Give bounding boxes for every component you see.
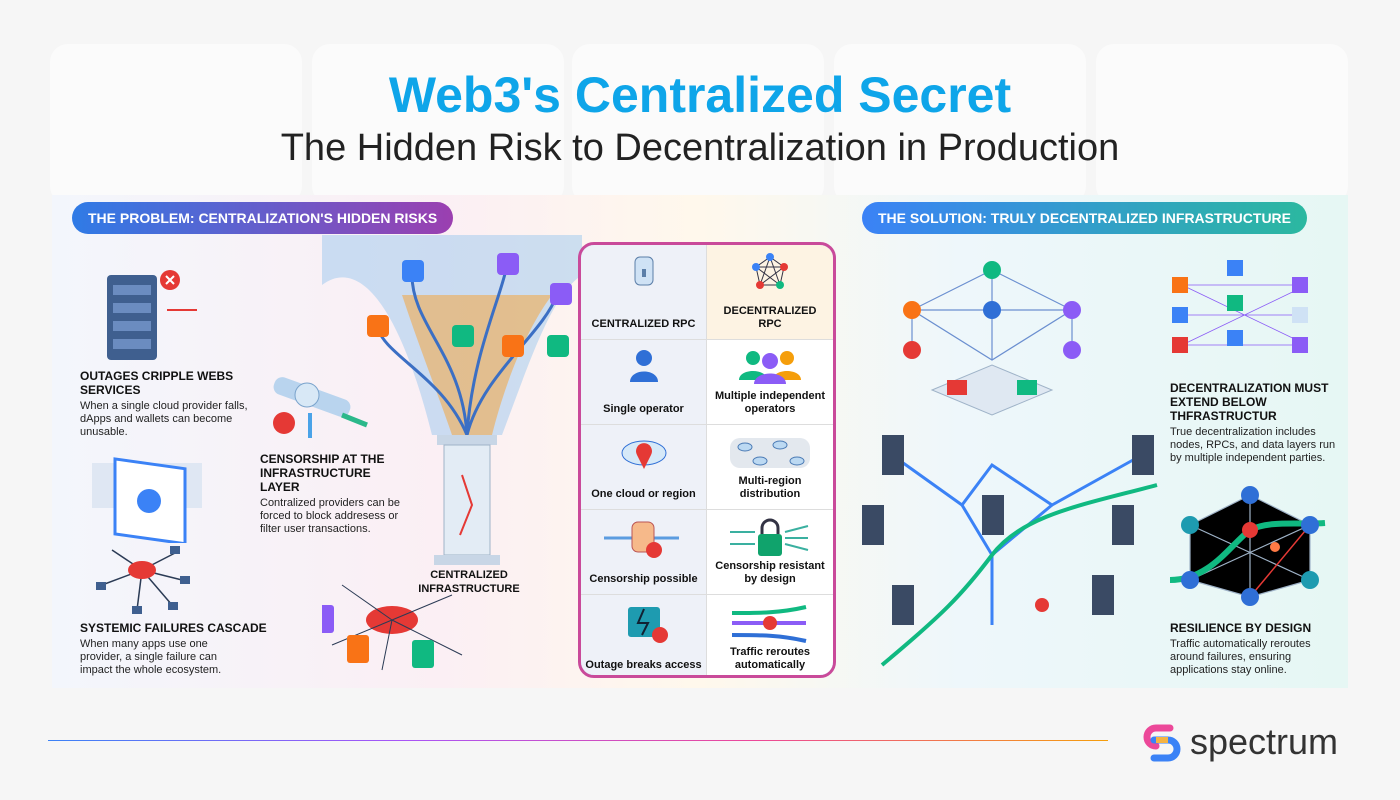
problem-banner: THE PROBLEM: CENTRALIZATION'S HIDDEN RIS… xyxy=(72,202,454,234)
multiple-users-icon xyxy=(739,351,801,384)
table-cell: Censorship possible xyxy=(581,510,707,595)
problem-item-text: When a single cloud provider falls, dApp… xyxy=(80,400,248,438)
cube-mesh-icon xyxy=(1172,260,1308,353)
problem-item-title: OUTAGES CRIPPLE WEBS SERVICES xyxy=(80,369,234,397)
network-failure-icon xyxy=(96,546,190,614)
resilient-mesh-icon xyxy=(1170,486,1326,606)
footer-divider xyxy=(48,740,1108,741)
background-card xyxy=(50,44,302,204)
background-card xyxy=(572,44,824,204)
table-header-centralized: CENTRALIZED RPC xyxy=(581,245,707,340)
background-card xyxy=(312,44,564,204)
table-cell: Outage breaks access xyxy=(581,595,707,675)
cloud-location-icon xyxy=(621,440,666,469)
decentralized-network-illustration xyxy=(862,261,1158,667)
outage-chip-icon xyxy=(627,607,668,643)
single-user-icon xyxy=(629,350,658,382)
brand-name: spectrum xyxy=(1190,721,1339,762)
solution-item: DECENTRALIZATION MUST EXTEND BELOW THFRA… xyxy=(1170,381,1340,465)
world-map-icon xyxy=(730,438,810,468)
page-title: Web3's Centralized Secret xyxy=(388,67,1012,123)
solution-item-title: DECENTRALIZATION MUST EXTEND BELOW THFRA… xyxy=(1170,381,1329,423)
pillar-label: CENTRALIZED INFRASTRUCTURE xyxy=(418,569,520,595)
table-cell: Multi-region distribution xyxy=(707,425,833,510)
solution-item-text: Traffic automatically reroutes around fa… xyxy=(1170,638,1311,676)
table-cell: Multiple independent operators xyxy=(707,340,833,425)
problem-item-title: CENSORSHIP AT THE INFRASTRUCTURE LAYER xyxy=(260,452,385,494)
solution-banner: THE SOLUTION: TRULY DECENTRALIZED INFRAS… xyxy=(862,202,1307,234)
server-outage-icon xyxy=(107,270,197,360)
problem-item: OUTAGES CRIPPLE WEBS SERVICES When a sin… xyxy=(80,369,250,439)
page-subtitle: The Hidden Risk to Decentralization in P… xyxy=(280,127,1120,169)
reroute-arrows-icon xyxy=(731,605,807,643)
centralized-infrastructure-illustration xyxy=(322,235,582,671)
table-cell: Traffic reroutes automatically xyxy=(707,595,833,675)
problem-item: CENSORSHIP AT THE INFRASTRUCTURE LAYER C… xyxy=(260,452,410,536)
solution-item-text: True decentralization includes nodes, RP… xyxy=(1170,426,1336,464)
network-nodes-icon xyxy=(752,253,788,289)
filter-pipe-icon xyxy=(273,377,368,438)
comparison-table: CENTRALIZED RPC DECENTRALIZED RPC Single… xyxy=(578,242,836,678)
table-header-decentralized: DECENTRALIZED RPC xyxy=(707,245,833,340)
browser-window-icon xyxy=(92,457,202,543)
stop-hand-icon xyxy=(603,521,679,558)
problem-item-text: When many apps use one provider, a singl… xyxy=(80,638,222,676)
table-cell: Single operator xyxy=(581,340,707,425)
problem-item: SYSTEMIC FAILURES CASCADE When many apps… xyxy=(80,621,300,677)
padlock-icon xyxy=(730,518,809,556)
table-cell: Censorship resistant by design xyxy=(707,510,833,595)
spectrum-logo-icon xyxy=(1143,724,1181,762)
solution-item-title: RESILIENCE BY DESIGN xyxy=(1170,621,1312,635)
background-card xyxy=(1096,44,1348,204)
solution-item: RESILIENCE BY DESIGN Traffic automatical… xyxy=(1170,621,1345,677)
infographic: THE PROBLEM: CENTRALIZATION'S HIDDEN RIS… xyxy=(52,195,1348,688)
rpc-device-icon xyxy=(634,256,653,286)
background-card xyxy=(834,44,1086,204)
problem-item-text: Contralized providers can be forced to b… xyxy=(260,497,401,535)
problem-item-title: SYSTEMIC FAILURES CASCADE xyxy=(80,621,267,635)
table-cell: One cloud or region xyxy=(581,425,707,510)
